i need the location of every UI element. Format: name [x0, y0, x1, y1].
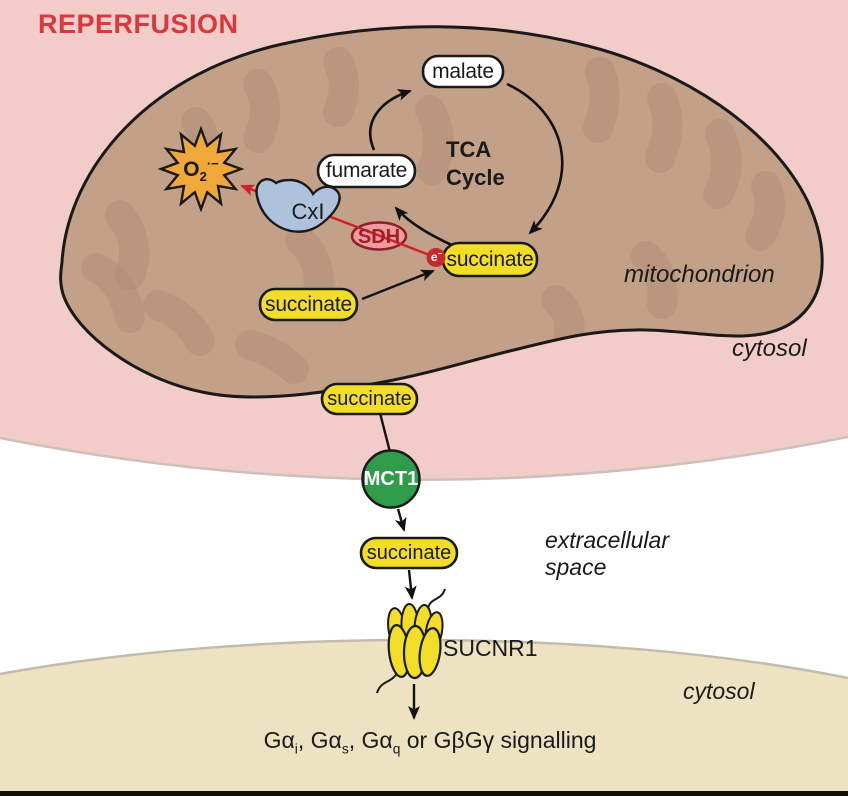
- signalling-galpha-s: , Gα: [297, 727, 342, 753]
- cytosol-upper-label: cytosol: [732, 335, 807, 362]
- cristae-texture: [81, 47, 785, 384]
- signalling-galpha-q: , Gα: [348, 727, 393, 753]
- mitochondrion-label: mitochondrion: [624, 261, 775, 288]
- mct1-label: MCT1: [363, 468, 419, 490]
- arrow-fumarate-to-malate: [368, 89, 412, 151]
- receptor-n-terminus: [427, 588, 446, 609]
- electron-e: e: [430, 249, 438, 264]
- arrow-succinate-to-fumarate: [394, 206, 457, 249]
- superoxide-label: O2·−: [169, 152, 233, 188]
- succinate-matrix-pill: [258, 287, 359, 322]
- signalling-label: Gαi, Gαs, Gαq or GβGγ signalling: [170, 727, 690, 756]
- malate-label: malate: [432, 59, 494, 83]
- succinate-cycle-label: succinate: [446, 247, 534, 271]
- superoxide-charge: ·−: [206, 156, 219, 172]
- superoxide-o: O: [183, 158, 200, 182]
- arrow-malate-to-succinate: [506, 82, 564, 235]
- fumarate-pill: [316, 153, 417, 189]
- tca-cycle-arrows: [368, 82, 564, 249]
- signalling-sub-s: s: [341, 741, 349, 757]
- electron-badge-label: e−: [427, 248, 446, 267]
- sdh-label: SDH: [357, 225, 401, 248]
- superoxide-sub: 2: [199, 169, 207, 185]
- sucnr1-receptor: [376, 588, 446, 694]
- succinate-cytosol-pill: [320, 382, 419, 416]
- fumarate-label: fumarate: [325, 159, 408, 183]
- succinate-matrix-label: succinate: [265, 292, 352, 316]
- panel-bottom-rule: [0, 791, 848, 796]
- complex1-shape: [255, 178, 341, 233]
- line-cytosol-succinate-to-mct1: [378, 412, 392, 453]
- arrow-matrix-succinate-to-cycle: [361, 269, 435, 301]
- panel-title: REPERFUSION: [38, 9, 239, 39]
- upper-cell-membrane: [0, 435, 848, 481]
- mct1-transporter-shape: [361, 449, 421, 509]
- arrow-mct1-to-succinate: [394, 508, 407, 532]
- extracellular-space-label: extracellular space: [545, 527, 669, 581]
- malate-pill: [421, 54, 505, 89]
- electron-badge-shape: [426, 248, 446, 267]
- tca-cycle-label: TCA Cycle: [446, 137, 505, 190]
- signalling-galpha-i: Gα: [263, 727, 295, 753]
- superoxide-starburst: [157, 125, 245, 213]
- signalling-tail: or GβGγ signalling: [400, 727, 597, 753]
- signalling-sub-i: i: [294, 741, 298, 757]
- succinate-extracellular-label: succinate: [366, 542, 452, 564]
- transport-arrows: [361, 269, 435, 720]
- sucnr1-label: SUCNR1: [443, 635, 538, 661]
- lower-cell-region: [0, 639, 848, 796]
- mitochondrion-outline: [59, 25, 824, 399]
- signalling-sub-q: q: [392, 741, 401, 757]
- electron-charge: −: [437, 248, 443, 258]
- cytosol-lower-label: cytosol: [683, 678, 755, 704]
- complex1-label: CxI: [291, 198, 325, 224]
- arrow-succinate-to-sucnr1: [404, 569, 417, 600]
- succinate-cytosol-label: succinate: [327, 388, 412, 410]
- succinate-extracellular-pill: [359, 536, 459, 570]
